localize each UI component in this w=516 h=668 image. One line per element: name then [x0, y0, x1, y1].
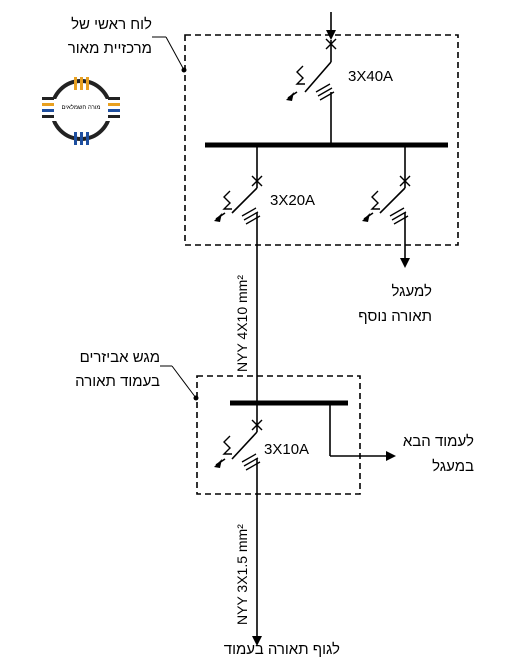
accessory-tray-label-line1: מגש אביזרים — [79, 349, 160, 366]
accessory-tray-box — [196, 375, 361, 495]
branch-breaker-symbol — [214, 145, 263, 262]
branch-breaker-rating: 3X20A — [270, 192, 316, 209]
spare-breaker-symbol — [362, 145, 411, 268]
main-breaker-symbol — [286, 38, 337, 145]
accessory-tray-leader — [160, 365, 199, 401]
next-pole-branch — [329, 403, 396, 461]
accessory-tray-label-line2: בעמוד תאורה — [75, 373, 160, 390]
logo-emblem — [38, 77, 124, 145]
pole-breaker-symbol — [214, 403, 263, 646]
main-panel-label-line2: מרכזיית מאור — [67, 40, 152, 57]
next-pole-label-line2: במעגל — [432, 458, 474, 475]
to-circuit-label-line1: למעגל — [391, 283, 432, 300]
to-circuit-label-line2: תאורה נוסף — [358, 308, 432, 325]
pole-breaker-rating: 3X10A — [264, 441, 310, 458]
main-breaker-rating: 3X40A — [348, 68, 394, 85]
incoming-feed-arrow — [326, 30, 336, 40]
to-luminaire-label: לגוף תאורה בעמוד — [223, 641, 340, 658]
logo-caption: מורה חשמלאים — [61, 105, 101, 111]
main-panel-box — [184, 34, 459, 246]
feeder-cable-label: NYY 4X10 mm² — [234, 275, 250, 372]
next-pole-label-line1: לעמוד הבא — [402, 433, 474, 450]
main-panel-leader — [152, 36, 187, 73]
pole-cable-label: NYY 3X1.5 mm² — [234, 524, 250, 625]
main-panel-label-line1: לוח ראשי של — [71, 16, 152, 33]
